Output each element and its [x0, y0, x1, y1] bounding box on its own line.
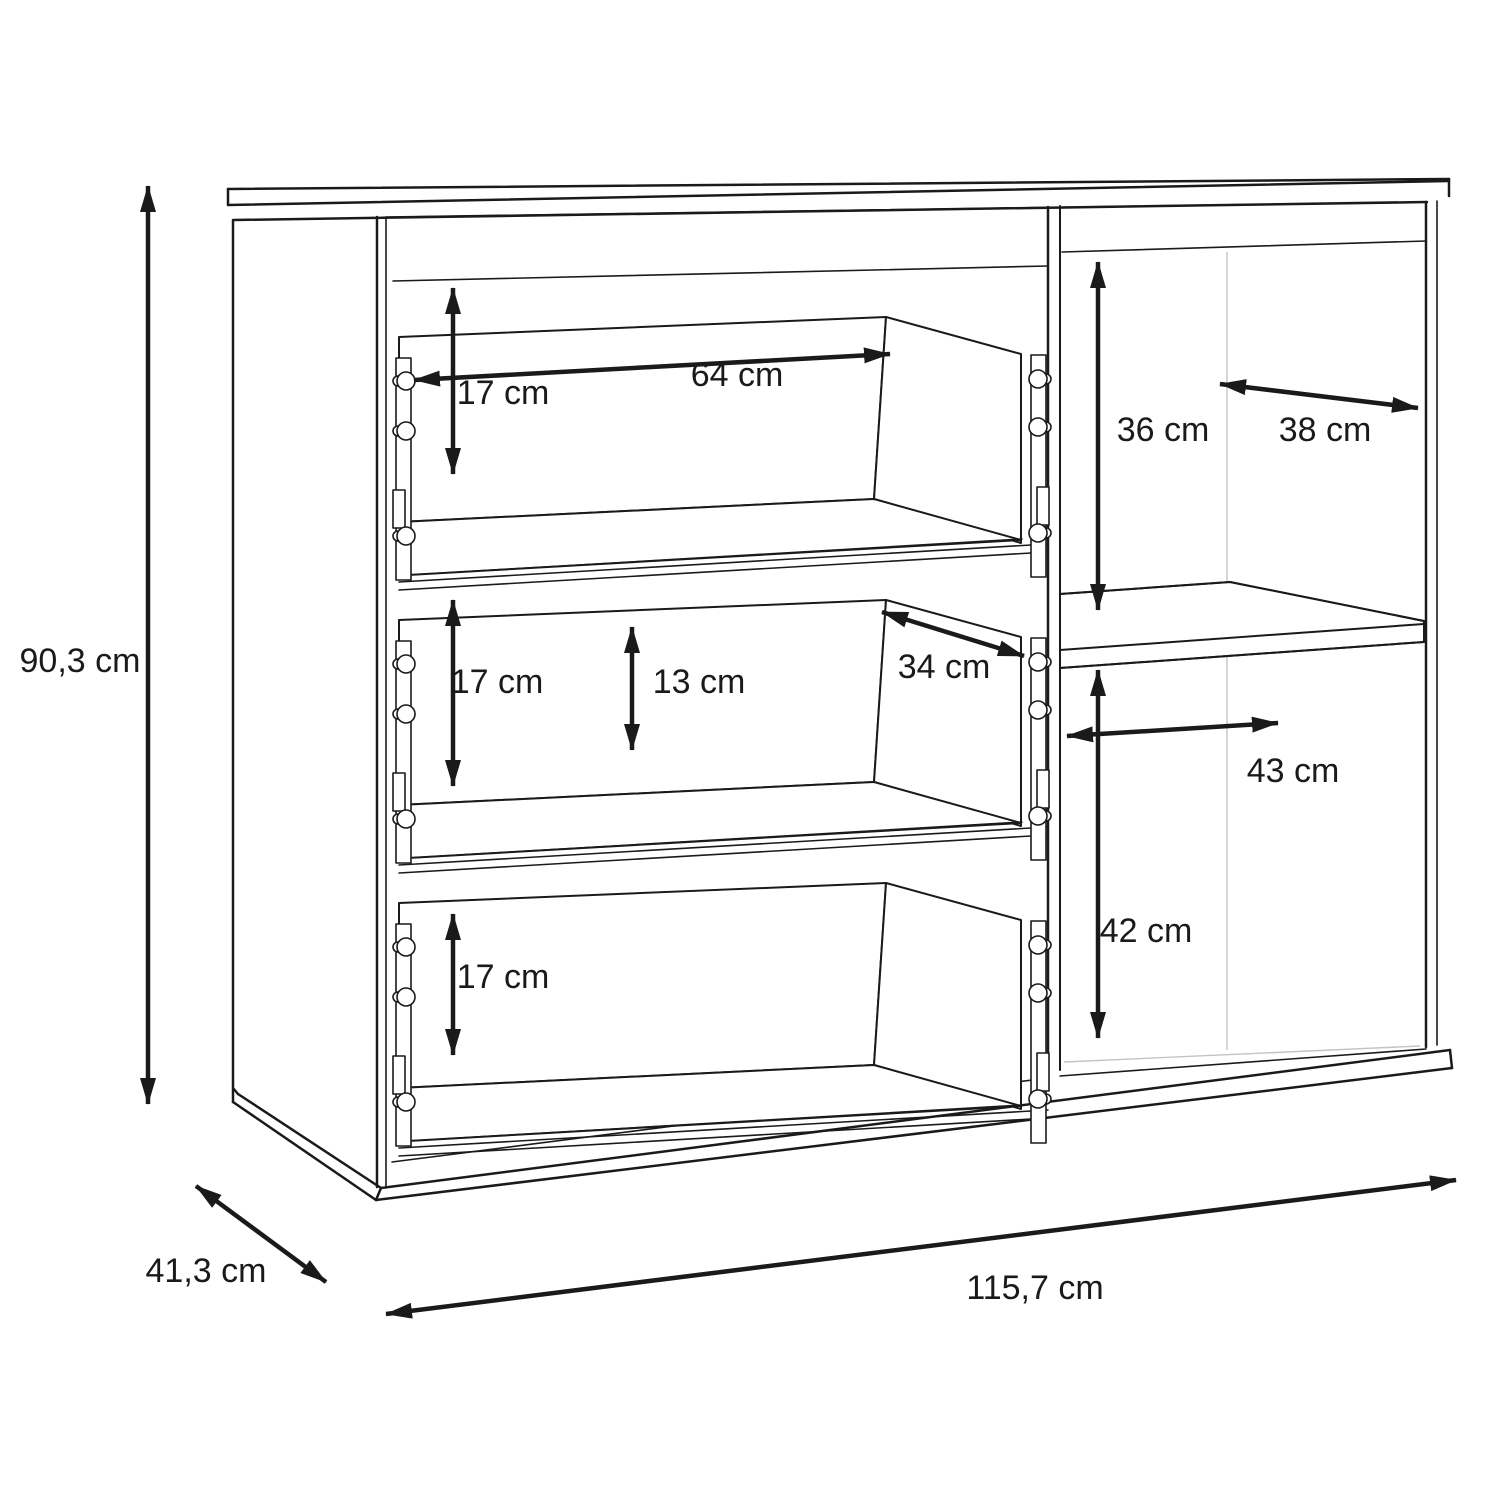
front-left-panel-edge — [375, 215, 387, 1189]
dim-label-upper-shelf-width: 38 cm — [1279, 411, 1372, 449]
dimension-labels: 90,3 cm 41,3 cm 115,7 cm 17 cm 64 cm 17 … — [20, 356, 1372, 1307]
drawer2-depth-arrow — [881, 609, 1025, 659]
drawer1-width-arrow — [413, 347, 891, 387]
dim-label-drawer2-clear-height: 13 cm — [653, 663, 746, 701]
drawer-box-2 — [392, 599, 1052, 874]
dim-label-drawer2-depth: 34 cm — [898, 648, 991, 686]
dim-label-overall-depth: 41,3 cm — [146, 1252, 267, 1290]
right-panel-edge — [1424, 200, 1438, 1049]
dim-label-lower-shelf-height: 42 cm — [1100, 912, 1193, 950]
dim-label-drawer1-height: 17 cm — [457, 374, 550, 412]
upper-shelf-width-arrow — [1219, 379, 1419, 413]
dim-label-upper-shelf-height: 36 cm — [1117, 411, 1210, 449]
dim-label-drawer1-width: 64 cm — [691, 356, 784, 394]
dim-label-lower-shelf-depth: 43 cm — [1247, 752, 1340, 790]
drawer-slide-right — [1028, 920, 1052, 1144]
middle-shelf — [1059, 580, 1425, 669]
dim-label-overall-height: 90,3 cm — [20, 642, 141, 680]
drawer-slide-left — [392, 923, 416, 1147]
drawer-slide-left — [392, 640, 416, 864]
center-divider — [1046, 205, 1061, 1074]
top-panel — [226, 177, 1451, 222]
drawer-slide-left — [392, 357, 416, 581]
dimension-arrows — [140, 185, 1457, 1319]
width-arrow — [385, 1175, 1457, 1319]
drawer-box-3 — [392, 882, 1052, 1157]
dim-label-drawer3-height: 17 cm — [457, 958, 550, 996]
depth-arrow — [194, 1184, 328, 1284]
dim-label-overall-width: 115,7 cm — [966, 1269, 1103, 1307]
drawer-slide-right — [1028, 354, 1052, 578]
drawer-slide-right — [1028, 637, 1052, 861]
dim-label-drawer2-height: 17 cm — [451, 663, 544, 701]
